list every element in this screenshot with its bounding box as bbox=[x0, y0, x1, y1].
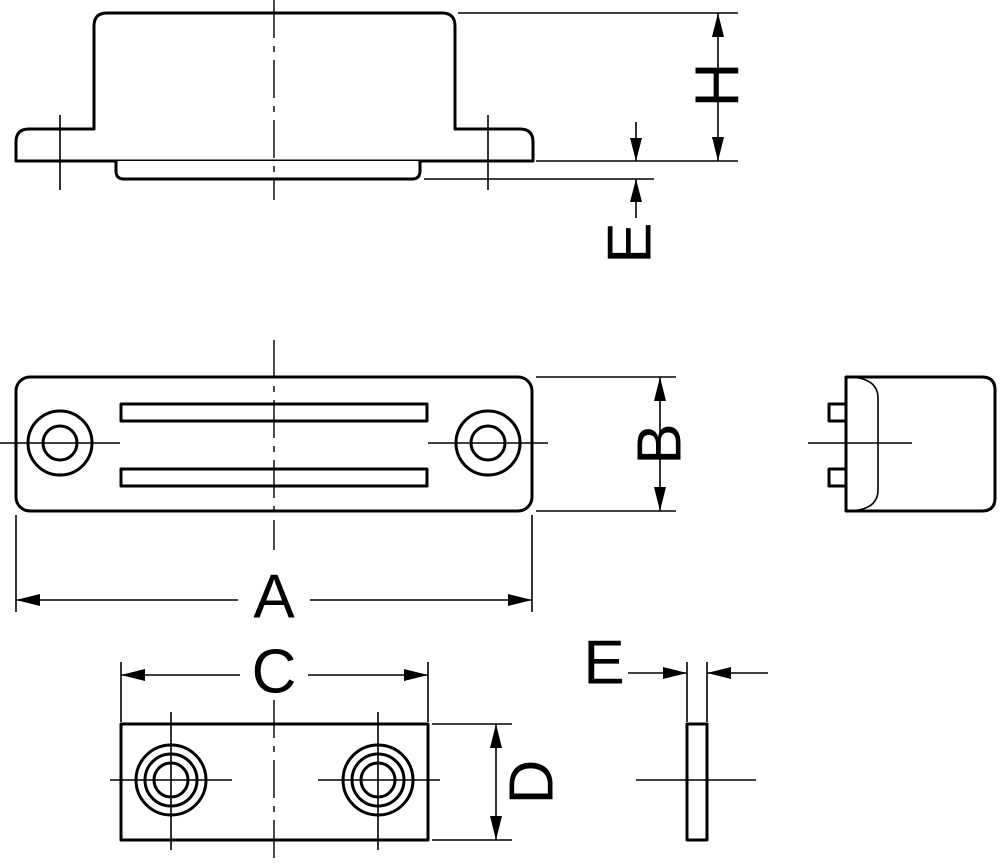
side-view-magnet-plate bbox=[114, 161, 422, 181]
h-arrow-bottom bbox=[712, 137, 724, 161]
end-view-pin-lower bbox=[827, 467, 848, 488]
c-arrow-left bbox=[121, 669, 145, 681]
e-side-label: E bbox=[596, 222, 665, 263]
a-arrow-right bbox=[508, 594, 532, 606]
strike-plate-edge-body bbox=[685, 722, 709, 842]
e-plate-label: E bbox=[583, 629, 624, 698]
c-arrow-right bbox=[404, 669, 428, 681]
b-arrow-bottom bbox=[654, 487, 666, 511]
e-plate-arrow-right bbox=[707, 667, 731, 679]
side-view: H E bbox=[14, 0, 753, 264]
strike-plate-view: C D bbox=[110, 638, 567, 864]
b-arrow-top bbox=[654, 377, 666, 401]
end-view bbox=[808, 375, 997, 513]
end-view-pin-upper bbox=[827, 402, 848, 423]
e-side-arrow-top bbox=[630, 138, 642, 161]
c-label: C bbox=[252, 638, 297, 707]
strike-plate-edge-view: E bbox=[583, 629, 768, 842]
h-arrow-top bbox=[712, 13, 724, 37]
e-plate-arrow-left bbox=[663, 667, 687, 679]
h-label: H bbox=[684, 63, 753, 108]
end-view-face-curve bbox=[845, 376, 879, 512]
d-label: D bbox=[498, 760, 567, 805]
end-view-body bbox=[844, 375, 997, 513]
d-arrow-bottom bbox=[490, 816, 502, 840]
e-side-arrow-bottom bbox=[630, 179, 642, 202]
d-arrow-top bbox=[490, 724, 502, 748]
b-label: B bbox=[626, 423, 695, 464]
a-arrow-left bbox=[16, 594, 40, 606]
a-label: A bbox=[253, 563, 295, 632]
top-view: B A bbox=[0, 340, 695, 632]
